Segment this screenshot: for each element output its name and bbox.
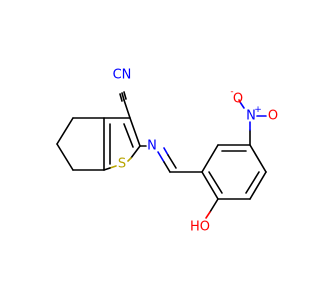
nitro-o-right-label: O	[268, 109, 278, 124]
nitrile-cn-label: CN	[113, 68, 132, 83]
nitro-n-label: N	[246, 109, 256, 124]
benzene-ring	[201, 144, 267, 200]
nitro-group	[238, 99, 267, 146]
imine-n-label: N	[147, 139, 157, 154]
nitro-o-minus-label: -	[230, 87, 233, 97]
hydroxyl-group	[205, 198, 219, 219]
nitrile-group	[119, 91, 131, 119]
nitro-o-top-label: O	[233, 92, 243, 107]
nitro-plus-label: +	[254, 105, 262, 115]
cyclohexane-ring	[56, 117, 105, 171]
thiophene-s-label: S	[118, 157, 126, 172]
molecule-structure: CN N S N + O - O HO	[56, 68, 278, 235]
imine-linkage	[139, 145, 203, 173]
thiophene-ring	[103, 117, 141, 171]
hydroxyl-label: HO	[190, 220, 210, 235]
